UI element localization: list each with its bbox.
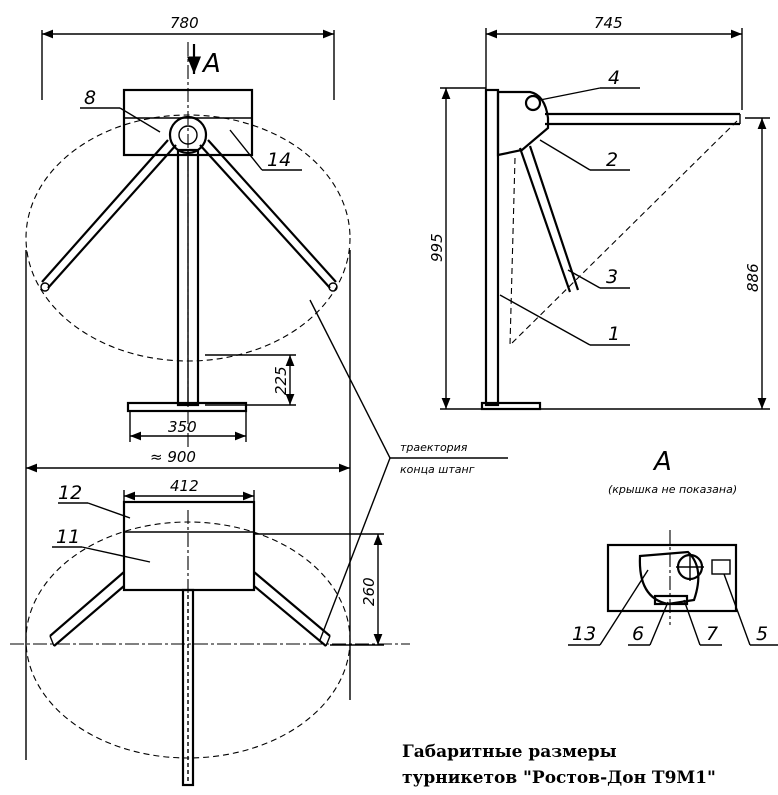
dim-886-label: 886 bbox=[744, 263, 762, 292]
dim-350-label: 350 bbox=[168, 418, 197, 436]
detail-a-housing bbox=[606, 543, 738, 613]
trajectory-note-line2: конца штанг bbox=[400, 463, 475, 476]
dim-412-label: 412 bbox=[170, 477, 199, 495]
dim-780-label: 780 bbox=[170, 14, 199, 32]
plan-arm-left bbox=[49, 571, 125, 647]
callout-3: 3 bbox=[606, 266, 618, 288]
dim-260-label: 260 bbox=[360, 577, 378, 606]
plan-view: 412 260 12 11 bbox=[10, 477, 410, 787]
side-trajectory bbox=[509, 117, 741, 347]
view-a-marker: A bbox=[201, 49, 221, 79]
plan-housing bbox=[122, 500, 256, 592]
callout-2: 2 bbox=[606, 149, 618, 171]
caption-line2: турникетов "Ростов-Дон Т9М1" bbox=[402, 768, 716, 788]
front-base-plate bbox=[126, 401, 248, 413]
detail-a: А (крышка не показана) 13 6 7 5 bbox=[568, 447, 778, 646]
trajectory-note-line1: траектория bbox=[400, 441, 468, 454]
plan-arm-right bbox=[253, 571, 331, 647]
callout-5: 5 bbox=[756, 623, 768, 645]
callout-14: 14 bbox=[267, 149, 291, 171]
dim-745-label: 745 bbox=[594, 14, 623, 32]
callout-12: 12 bbox=[58, 482, 82, 504]
front-arm-right bbox=[199, 139, 338, 292]
callout-13: 13 bbox=[572, 623, 596, 645]
detail-a-title: А bbox=[652, 447, 672, 477]
dim-900-label: ≈ 900 bbox=[150, 448, 196, 466]
front-view: 780 A 8 14 225 350 ≈ 900 bbox=[25, 14, 351, 760]
trajectory-note: траектория конца штанг bbox=[309, 299, 508, 641]
front-arm-left bbox=[40, 139, 177, 292]
callout-6: 6 bbox=[632, 623, 644, 645]
side-post bbox=[484, 88, 500, 407]
side-head bbox=[496, 90, 550, 157]
callout-4: 4 bbox=[608, 67, 620, 89]
caption-line1: Габаритные размеры bbox=[402, 742, 617, 762]
side-base-plate bbox=[480, 401, 542, 411]
callout-8: 8 bbox=[84, 87, 96, 109]
side-view: 745 995 886 4 2 3 1 bbox=[428, 14, 770, 411]
dim-995-label: 995 bbox=[428, 233, 446, 262]
callout-7: 7 bbox=[706, 623, 718, 645]
detail-a-sensor bbox=[711, 559, 731, 575]
callout-1: 1 bbox=[608, 323, 620, 345]
dim-225-label: 225 bbox=[272, 366, 290, 395]
callout-11: 11 bbox=[56, 526, 80, 548]
side-pivot bbox=[524, 94, 542, 112]
detail-a-subtitle: (крышка не показана) bbox=[608, 483, 737, 496]
